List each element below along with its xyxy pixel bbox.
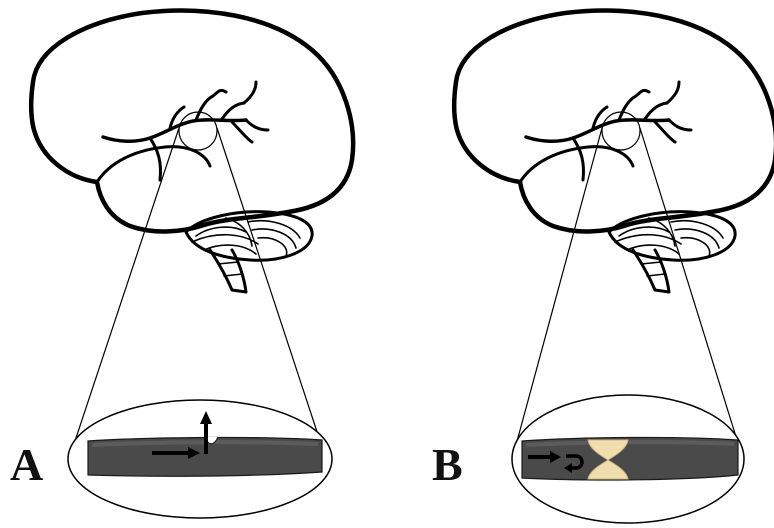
panel-a: A (10, 11, 353, 518)
brain-outline-a (31, 11, 353, 292)
panel-label-b: B (432, 439, 463, 490)
panel-b: B (432, 11, 774, 523)
brain-outline-b (454, 11, 774, 292)
panel-label-a: A (10, 439, 43, 490)
